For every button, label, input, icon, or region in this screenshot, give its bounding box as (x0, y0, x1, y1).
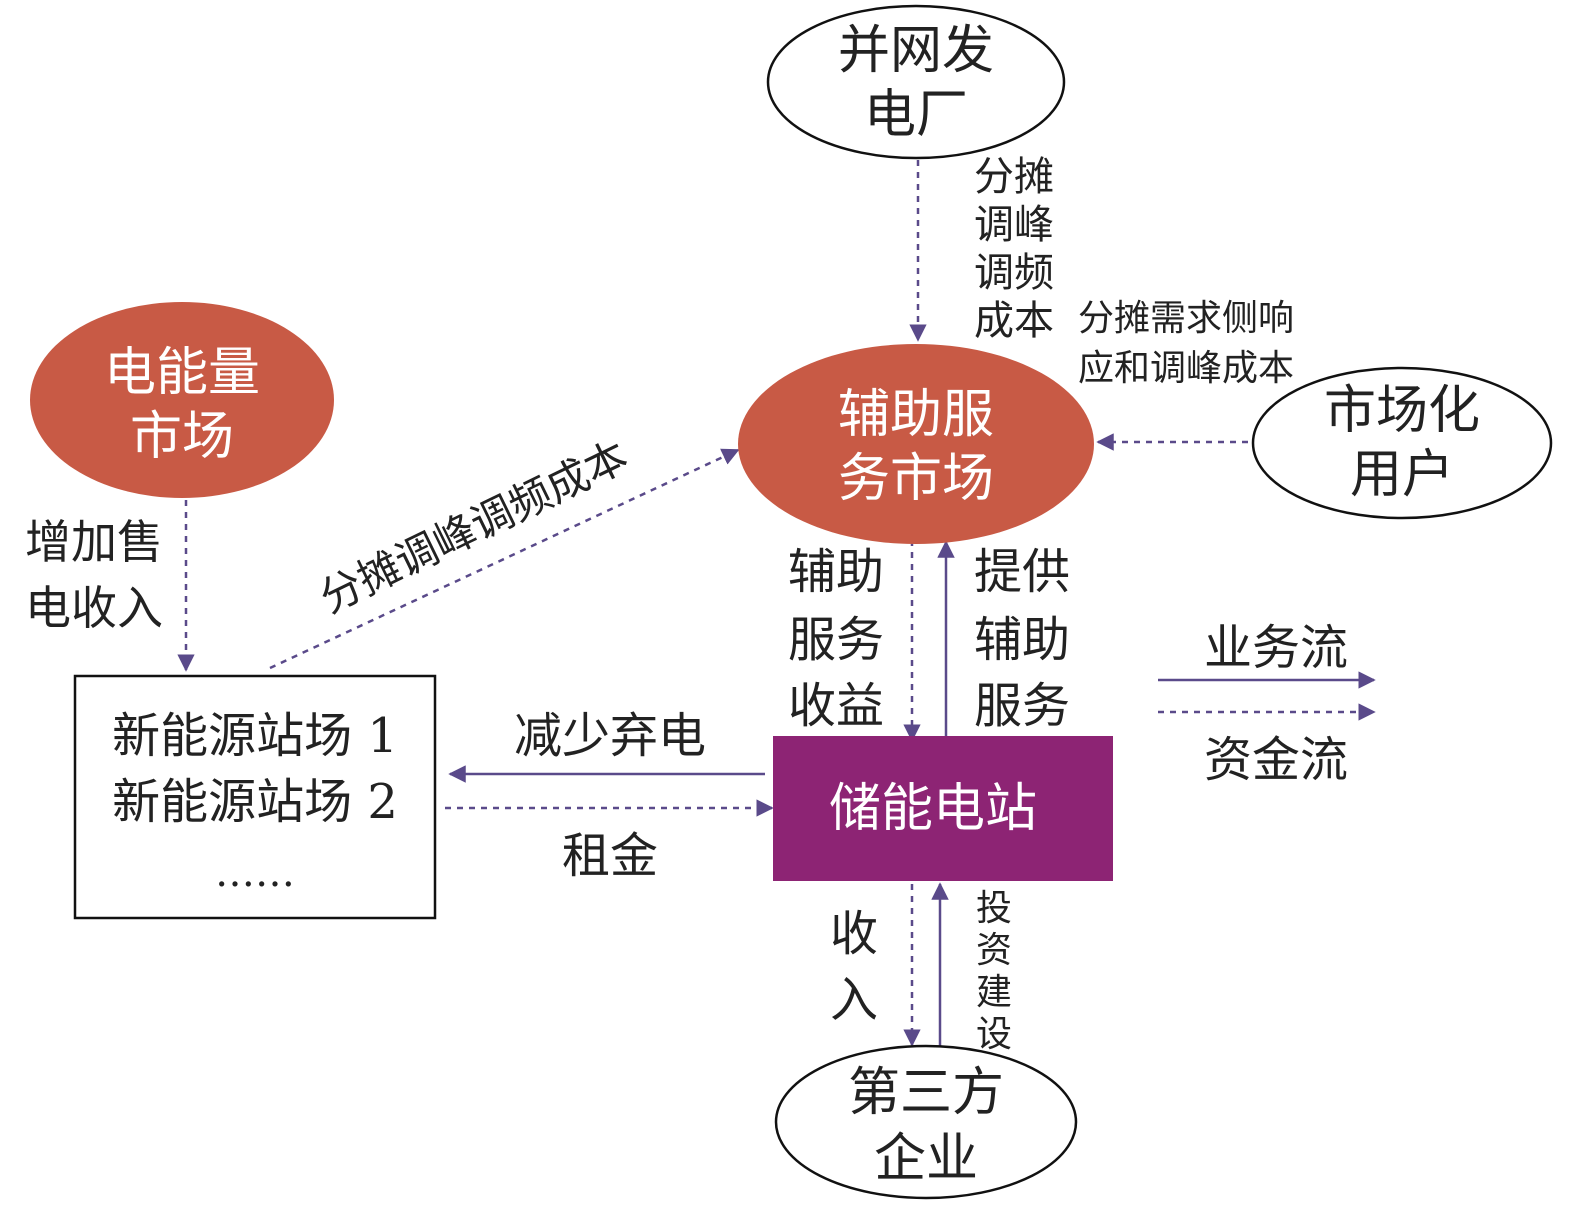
label-income: 收 入 (830, 906, 878, 1028)
investment-1: 投 (976, 888, 1012, 929)
label-reduce-curtailment: 减少弃电 (514, 708, 706, 764)
renewables-line-1: 新能源站场 1 (112, 708, 398, 764)
label-service-income: 辅助 服务 收益 (788, 544, 884, 734)
node-energy-market: 电能量 市场 (30, 302, 334, 498)
edge-renewables-to-ancillary (269, 448, 740, 670)
third-party-line-2: 企业 (874, 1129, 978, 1189)
provide-service-1: 提供 (974, 544, 1070, 600)
income-2: 入 (830, 972, 878, 1028)
label-users-share-cost: 分摊需求侧响 应和调峰成本 (1078, 298, 1294, 389)
node-renewables: 新能源站场 1 新能源站场 2 …… (73, 674, 437, 920)
plant-share-cost-4: 成本 (974, 298, 1054, 344)
market-users-line-2: 用户 (1350, 445, 1454, 505)
renewables-line-2: 新能源站场 2 (112, 774, 398, 830)
provide-service-3: 服务 (974, 678, 1070, 734)
income-1: 收 (830, 906, 878, 962)
energy-market-line-2: 市场 (130, 407, 234, 467)
node-market-users: 市场化 用户 (1251, 366, 1553, 520)
plant-share-cost-1: 分摊 (974, 154, 1054, 200)
plant-share-cost-2: 调峰 (974, 202, 1054, 248)
node-ancillary-market: 辅助服 务市场 (738, 344, 1094, 544)
plant-share-cost-3: 调频 (974, 250, 1054, 296)
label-renewables-share-cost: 分摊调峰调频成本 (312, 431, 635, 622)
label-investment: 投 资 建 设 (976, 888, 1012, 1055)
storage-station-label: 储能电站 (829, 779, 1037, 839)
grid-plant-line-1: 并网发 (838, 21, 994, 81)
third-party-line-1: 第三方 (848, 1063, 1004, 1123)
service-income-3: 收益 (788, 678, 884, 734)
label-provide-service: 提供 辅助 服务 (974, 544, 1070, 734)
market-users-line-1: 市场化 (1324, 381, 1480, 441)
investment-3: 建 (976, 972, 1012, 1013)
legend-fund-flow-label: 资金流 (1204, 732, 1348, 788)
legend-business-flow-label: 业务流 (1204, 620, 1348, 676)
service-income-1: 辅助 (788, 544, 884, 600)
label-sales-income: 增加售 电收入 (25, 515, 163, 635)
service-income-2: 服务 (788, 612, 884, 668)
legend: 业务流 资金流 (1158, 620, 1376, 788)
investment-2: 资 (976, 930, 1012, 971)
label-plant-share-cost: 分摊 调峰 调频 成本 (974, 154, 1054, 344)
ancillary-market-line-2: 务市场 (838, 449, 994, 509)
edges (177, 160, 1248, 1048)
renewables-line-3: …… (215, 850, 295, 896)
node-third-party: 第三方 企业 (774, 1044, 1078, 1200)
provide-service-2: 辅助 (974, 612, 1070, 668)
sales-income-2: 电收入 (25, 581, 163, 635)
energy-market-line-1: 电能量 (104, 343, 260, 403)
users-share-cost-2: 应和调峰成本 (1078, 348, 1294, 389)
investment-4: 设 (976, 1014, 1012, 1055)
node-grid-plant: 并网发 电厂 (766, 4, 1066, 160)
node-storage-station: 储能电站 (773, 736, 1113, 881)
ancillary-market-line-1: 辅助服 (838, 385, 994, 445)
grid-plant-line-2: 电厂 (864, 85, 968, 145)
users-share-cost-1: 分摊需求侧响 (1078, 298, 1294, 339)
sales-income-1: 增加售 (25, 515, 163, 569)
label-rent: 租金 (562, 828, 658, 884)
